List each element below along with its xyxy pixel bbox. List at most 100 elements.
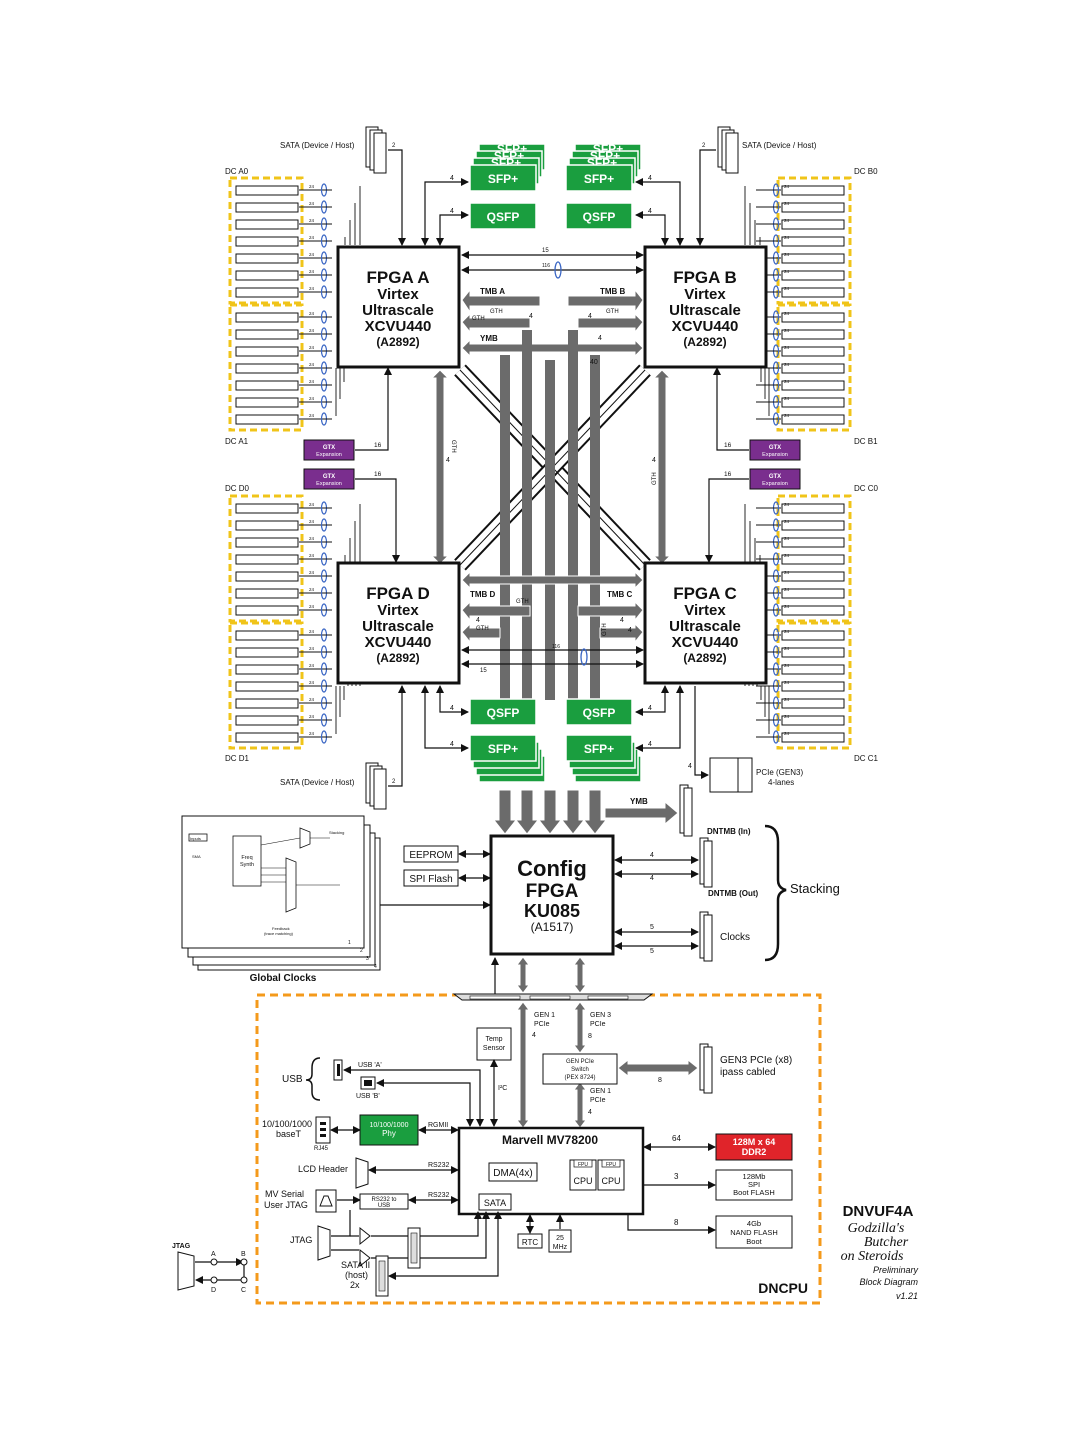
gen3-ipass-connector[interactable] (699, 1043, 713, 1094)
sata2-connector-2[interactable] (375, 1255, 389, 1297)
dc-connector-c0[interactable] (781, 554, 845, 565)
rj45-connector[interactable] (315, 1116, 331, 1144)
clocks-connector[interactable] (699, 911, 713, 962)
sfp-module[interactable] (469, 734, 537, 762)
dc-connector-b0[interactable] (781, 270, 845, 281)
pcie-gen3-connector[interactable]: 4 PCIe (GEN3) 4-lanes (688, 686, 803, 793)
dc-connector-d0[interactable] (235, 571, 299, 582)
dntmb-top-connector[interactable] (679, 784, 693, 837)
qsfp-module[interactable] (565, 202, 633, 230)
dc-connector-d0[interactable] (235, 554, 299, 565)
dc-connector-a0[interactable] (235, 287, 299, 298)
dc-connector-d1[interactable] (235, 681, 299, 692)
dc-connector-c0[interactable] (781, 537, 845, 548)
pcie-switch-box[interactable] (542, 1053, 618, 1085)
dc-connector-b1[interactable] (781, 380, 845, 391)
sfp-module[interactable] (565, 734, 633, 762)
lcd-header-connector[interactable] (355, 1157, 369, 1189)
dc-connector-b0[interactable] (781, 236, 845, 247)
jtag-dncpu-connector[interactable] (317, 1225, 331, 1261)
dc-label-b1: DC B1 (854, 437, 878, 446)
sata2-connector-1[interactable] (407, 1227, 421, 1269)
fpga-b-box[interactable] (643, 245, 768, 369)
gth-label-vertical-right: GTH (652, 472, 658, 485)
sata-connector-d[interactable]: 2 (365, 685, 406, 810)
nand-flash-box[interactable] (715, 1215, 793, 1249)
dc-connector-b0[interactable] (781, 185, 845, 196)
dc-connector-b1[interactable] (781, 346, 845, 357)
dc-connector-c0[interactable] (781, 605, 845, 616)
jtag-chain-connector[interactable] (177, 1251, 195, 1291)
fpga-c-box[interactable] (643, 561, 768, 685)
dc-connector-c1[interactable] (781, 664, 845, 675)
qsfp-module[interactable] (469, 698, 537, 726)
dc-connector-d0[interactable] (235, 520, 299, 531)
spi-count-3: 3 (674, 1172, 679, 1181)
dc-connector-c1[interactable] (781, 647, 845, 658)
dc-connector-c0[interactable] (781, 571, 845, 582)
usb-a-connector[interactable] (333, 1059, 343, 1081)
ddr2-box[interactable] (715, 1133, 793, 1161)
gtx-expansion-box[interactable] (749, 439, 801, 461)
dc-connector-b0[interactable] (781, 219, 845, 230)
sfp-module[interactable] (469, 164, 537, 192)
dc-connector-b1[interactable] (781, 329, 845, 340)
dc-connector-a1[interactable] (235, 363, 299, 374)
dc-connector-b1[interactable] (781, 363, 845, 374)
dc-connector-d1[interactable] (235, 698, 299, 709)
qsfp-module[interactable] (469, 202, 537, 230)
dc-connector-c1[interactable] (781, 630, 845, 641)
dc-connector-d1[interactable] (235, 732, 299, 743)
dc-connector-c1[interactable] (781, 715, 845, 726)
fpga-d-box[interactable] (336, 561, 461, 685)
dntmb-in-connector[interactable] (699, 837, 713, 888)
dc-connector-a1[interactable] (235, 397, 299, 408)
dc-connector-b0[interactable] (781, 253, 845, 264)
sata-connector-a[interactable]: 2 (365, 126, 406, 246)
dc-connector-d1[interactable] (235, 715, 299, 726)
dc-connector-b1[interactable] (781, 312, 845, 323)
dc-connector-a0[interactable] (235, 202, 299, 213)
sata-connector-b[interactable]: 2 (696, 126, 739, 246)
dc-connector-a0[interactable] (235, 270, 299, 281)
qsfp-module[interactable] (565, 698, 633, 726)
usb-b-connector[interactable] (360, 1076, 376, 1090)
gtx-expansion-box[interactable] (303, 439, 355, 461)
dc-connector-c0[interactable] (781, 520, 845, 531)
dc-connector-d0[interactable] (235, 588, 299, 599)
dc-connector-c1[interactable] (781, 732, 845, 743)
temp-sensor-box[interactable] (476, 1027, 512, 1061)
dc-connector-a1[interactable] (235, 380, 299, 391)
dc-connector-a1[interactable] (235, 346, 299, 357)
ethernet-phy-box[interactable] (359, 1114, 419, 1146)
dc-connector-d1[interactable] (235, 647, 299, 658)
dc-connector-c0[interactable] (781, 588, 845, 599)
eeprom-label: EEPROM (409, 850, 452, 861)
gtx-expansion-box[interactable] (303, 468, 355, 490)
dc-connector-d0[interactable] (235, 503, 299, 514)
dc-connector-c0[interactable] (781, 503, 845, 514)
fpga-a-box[interactable] (336, 245, 461, 369)
mv-serial-connector[interactable] (315, 1189, 337, 1213)
dc-connector-a1[interactable] (235, 414, 299, 425)
sfp-module[interactable] (565, 164, 633, 192)
dc-connector-a0[interactable] (235, 219, 299, 230)
dc-connector-a1[interactable] (235, 329, 299, 340)
dc-connector-d0[interactable] (235, 605, 299, 616)
dc-connector-c1[interactable] (781, 681, 845, 692)
dc-connector-a0[interactable] (235, 236, 299, 247)
gtx-expansion-box[interactable] (749, 468, 801, 490)
dc-connector-d1[interactable] (235, 664, 299, 675)
dc-connector-b0[interactable] (781, 287, 845, 298)
dc-connector-b1[interactable] (781, 397, 845, 408)
config-fpga-box[interactable] (489, 834, 615, 956)
dc-connector-b0[interactable] (781, 202, 845, 213)
spi-boot-flash-box[interactable] (715, 1169, 793, 1201)
dc-connector-a0[interactable] (235, 253, 299, 264)
dc-connector-a1[interactable] (235, 312, 299, 323)
dc-connector-b1[interactable] (781, 414, 845, 425)
dc-connector-a0[interactable] (235, 185, 299, 196)
dc-connector-c1[interactable] (781, 698, 845, 709)
dc-connector-d0[interactable] (235, 537, 299, 548)
dc-connector-d1[interactable] (235, 630, 299, 641)
